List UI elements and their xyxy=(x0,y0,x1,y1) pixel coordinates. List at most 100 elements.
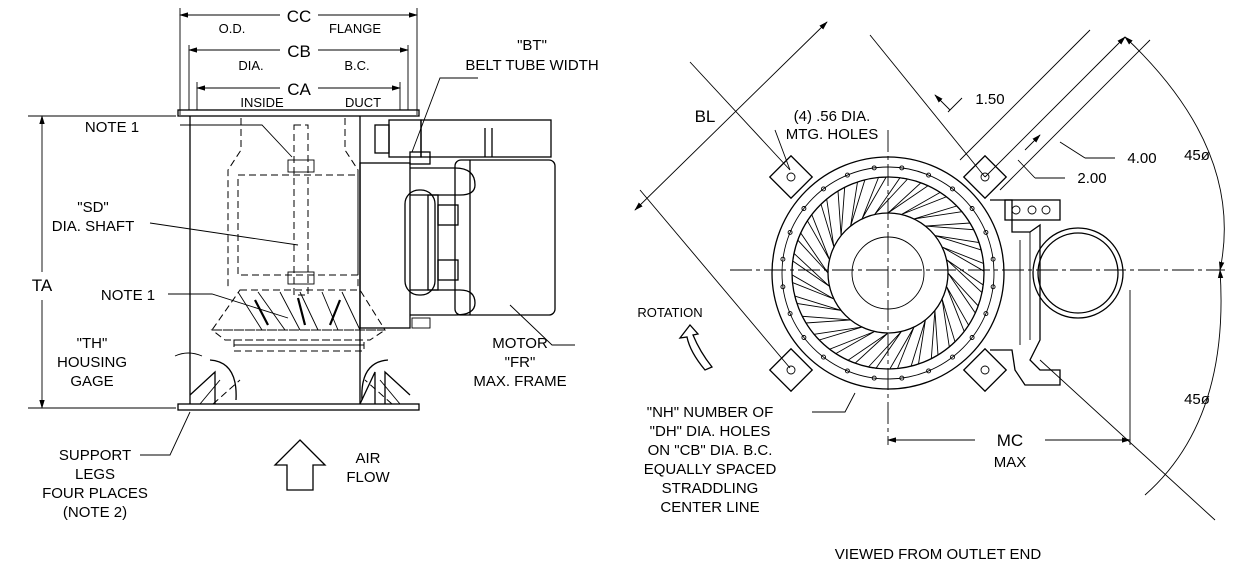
bolt-hole xyxy=(899,165,905,171)
support-label-2: LEGS xyxy=(75,466,115,483)
nh-label-2: "DH" DIA. HOLES xyxy=(650,423,771,440)
bolt-hole xyxy=(990,284,996,290)
ca-label: CA xyxy=(287,80,311,99)
hub-circle xyxy=(827,212,949,334)
view-caption: VIEWED FROM OUTLET END xyxy=(835,546,1042,563)
vane xyxy=(934,235,982,251)
cb-right-label: B.C. xyxy=(344,58,369,73)
dim-200-label: 2.00 xyxy=(1077,170,1106,187)
cb-label: CB xyxy=(287,42,311,61)
vane xyxy=(837,186,846,236)
bolt-hole xyxy=(899,375,905,381)
bl-label: BL xyxy=(695,107,716,126)
holes-label-2: MTG. HOLES xyxy=(786,126,879,143)
nh-label-6: CENTER LINE xyxy=(660,499,759,516)
shaft-hidden xyxy=(293,124,309,296)
bolt-hole xyxy=(787,311,793,317)
angle-bottom-label: 45ø xyxy=(1184,391,1210,408)
bolt-hole xyxy=(950,186,955,192)
bolt-hole xyxy=(780,284,786,290)
bolt-hole xyxy=(871,165,877,171)
vane xyxy=(901,191,948,215)
note1-mid-label: NOTE 1 xyxy=(101,287,155,304)
vane xyxy=(801,315,851,324)
bolt-hole xyxy=(780,256,786,262)
vanes xyxy=(791,176,985,370)
vane xyxy=(888,326,915,370)
ta-label: TA xyxy=(32,276,53,295)
vane xyxy=(946,286,970,333)
dim-400-label: 4.00 xyxy=(1127,150,1156,167)
ca-left-label: INSIDE xyxy=(240,95,284,110)
cb-left-label: DIA. xyxy=(238,58,263,73)
mc-label-1: MC xyxy=(997,431,1023,450)
motor xyxy=(454,159,556,316)
cc-label: CC xyxy=(287,7,312,26)
bolt-hole xyxy=(844,368,850,374)
sd-label-1: "SD" xyxy=(77,199,109,216)
cc-left-label: O.D. xyxy=(219,21,246,36)
nh-label-3: ON "CB" DIA. B.C. xyxy=(648,442,773,459)
rotation-arrow xyxy=(678,323,714,371)
ta-dimension: TA xyxy=(28,115,176,409)
end-view: BL 1.50 4.00 2.00 45ø 45ø (4) .56 DIA. M… xyxy=(634,21,1225,563)
vane xyxy=(828,331,875,355)
bolt-hole xyxy=(787,229,793,235)
note1-top-label: NOTE 1 xyxy=(85,119,139,136)
support-legs xyxy=(189,370,411,405)
vane xyxy=(874,177,909,215)
vane xyxy=(925,222,975,231)
ca-dimension: CA INSIDE DUCT xyxy=(196,80,401,110)
bolt-hole xyxy=(821,354,826,360)
nh-label-4: EQUALLY SPACED xyxy=(644,461,777,478)
vane xyxy=(947,272,979,314)
cc-right-label: FLANGE xyxy=(329,21,381,36)
th-label-2: HOUSING xyxy=(57,354,127,371)
bolt-hole xyxy=(983,229,989,235)
bolt-circle xyxy=(781,166,995,380)
vane xyxy=(850,179,866,227)
bolt-hole xyxy=(926,172,932,178)
vane xyxy=(913,205,963,220)
angle-top-label: 45ø xyxy=(1184,147,1210,164)
bolt-hole xyxy=(983,311,989,317)
lower-bearing xyxy=(287,271,315,285)
vane xyxy=(946,259,984,294)
vane xyxy=(806,213,830,260)
bolt-hole xyxy=(801,335,807,340)
dim-150-label: 1.50 xyxy=(975,91,1004,108)
bt-label-2: BELT TUBE WIDTH xyxy=(465,57,598,74)
vane xyxy=(792,252,830,287)
bolt-hole xyxy=(990,256,996,262)
bottom-flange xyxy=(177,403,420,411)
rotation-label: ROTATION xyxy=(637,305,702,320)
motor-label-1: MOTOR xyxy=(492,335,548,352)
bt-label-1: "BT" xyxy=(517,37,547,54)
vane xyxy=(813,326,863,341)
bolt-hole xyxy=(926,368,932,374)
impeller xyxy=(210,289,387,352)
upper-bearing xyxy=(287,159,315,173)
vane xyxy=(794,295,842,311)
belt-tube xyxy=(359,119,552,329)
vane xyxy=(930,310,939,360)
bolt-hole xyxy=(969,335,975,340)
vane xyxy=(791,273,835,300)
bolt-hole xyxy=(950,354,955,360)
motor-label-2: "FR" xyxy=(505,354,536,371)
vane xyxy=(797,232,829,274)
air-flow-arrow xyxy=(273,439,327,491)
support-label-4: (NOTE 2) xyxy=(63,504,127,521)
air-label-1: AIR xyxy=(355,450,380,467)
motor-label-3: MAX. FRAME xyxy=(473,373,566,390)
top-flange xyxy=(177,109,420,117)
bolt-hole xyxy=(844,172,850,178)
outer-flange xyxy=(771,156,1005,390)
nh-label-5: STRADDLING xyxy=(662,480,759,497)
vane xyxy=(820,198,835,248)
air-label-2: FLOW xyxy=(346,469,390,486)
nh-label-1: "NH" NUMBER OF xyxy=(647,404,773,421)
vane xyxy=(887,182,929,214)
fan-wheel-hidden xyxy=(237,174,359,276)
vane xyxy=(861,176,888,220)
